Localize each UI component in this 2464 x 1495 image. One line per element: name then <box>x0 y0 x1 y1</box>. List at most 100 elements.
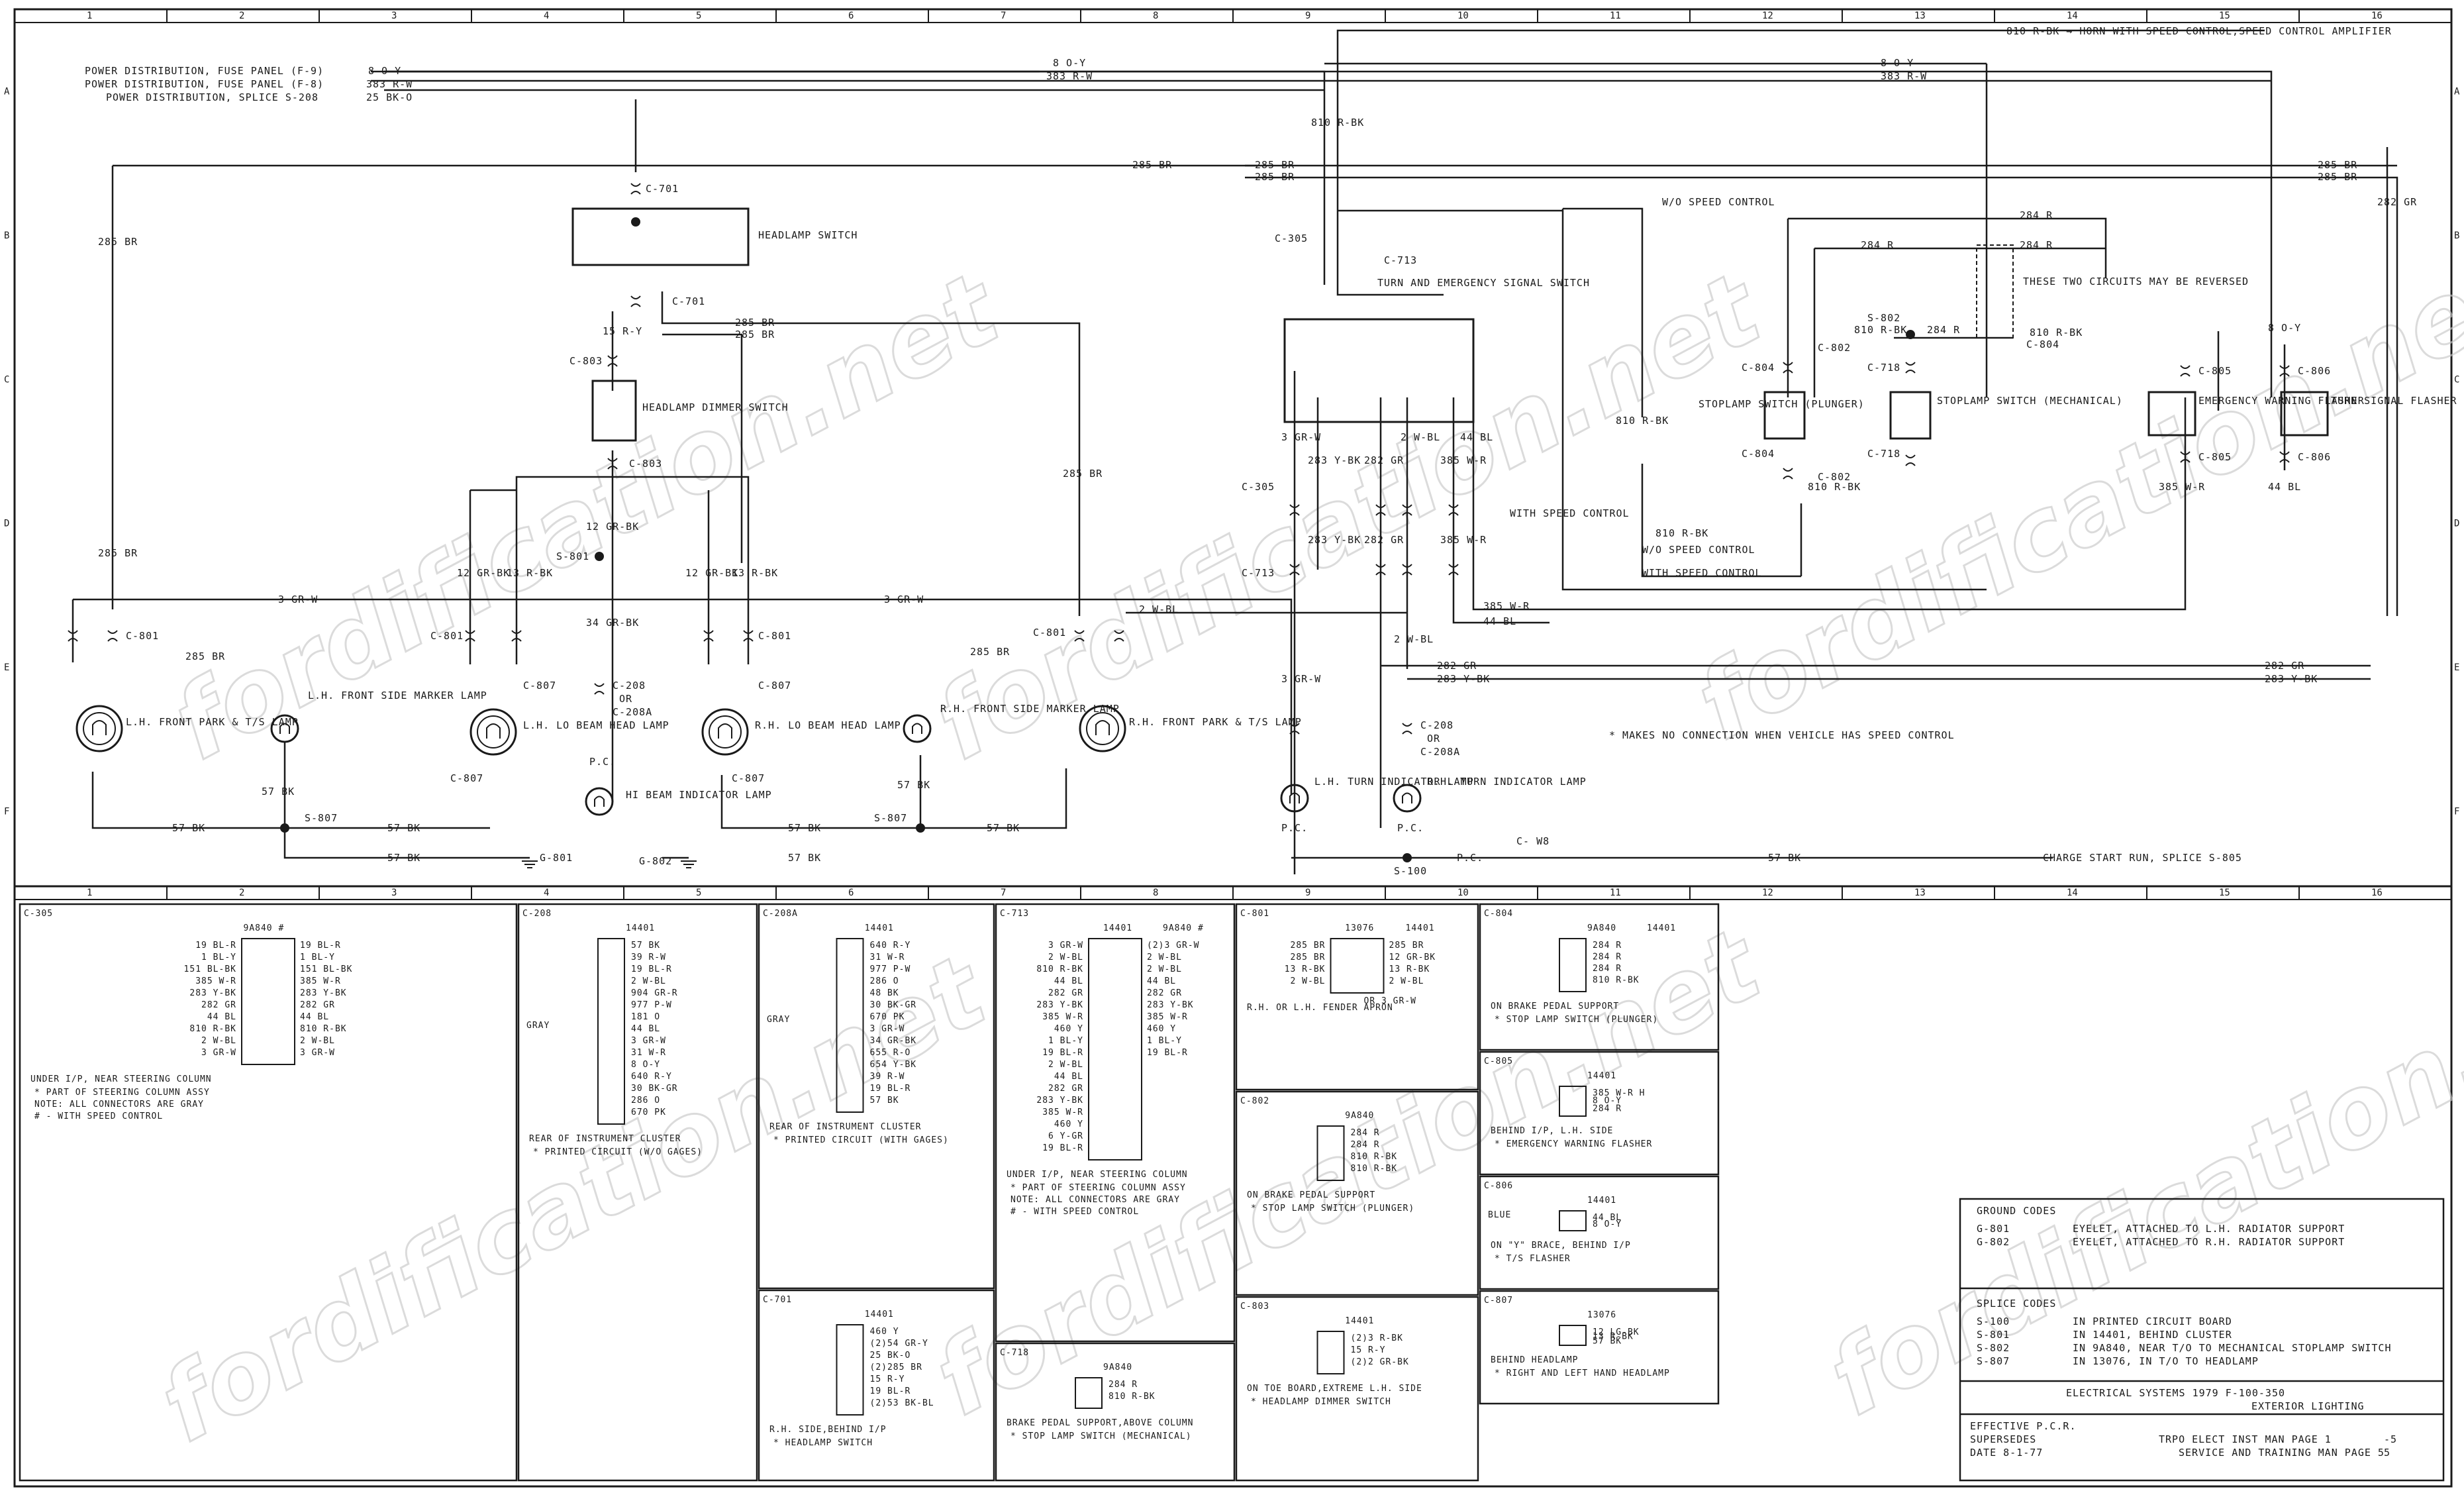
connector-label: C-805 <box>2198 365 2232 377</box>
rh-lo-beam-lamp-icon <box>701 708 749 756</box>
connector-body <box>1088 938 1142 1160</box>
part-number: 14401 <box>1647 923 1676 933</box>
wire-label: 57 BK <box>1768 852 1801 864</box>
component-label: WITH SPEED CONTROL <box>1642 567 1762 579</box>
dimmer-switch-box <box>591 380 637 442</box>
connector-label: C-305 <box>1242 481 1275 493</box>
pin-label: 30 BK-GR <box>870 1000 917 1010</box>
connector-label: P.C. <box>1457 852 1483 864</box>
connector-detail-panels <box>19 903 2445 1482</box>
splice-codes-title: SPLICE CODES <box>1977 1298 2056 1310</box>
component-label: L.H. LO BEAM HEAD LAMP <box>523 719 669 731</box>
wire-label: 385 W-R <box>2159 481 2205 493</box>
panel-c305 <box>19 903 518 1482</box>
pin-label: 284 R <box>1593 953 1622 962</box>
wire-label: 282 GR <box>1364 534 1404 546</box>
title-block-subtitle: EXTERIOR LIGHTING <box>2251 1400 2365 1412</box>
pin-label: 44 BL <box>1593 1213 1622 1223</box>
pin-label: (2)54 GR-Y <box>870 1339 928 1349</box>
connector-label: S-807 <box>305 812 338 824</box>
grid-column-label: 8 <box>1153 11 1158 21</box>
pin-label: 15 R-Y <box>1351 1345 1386 1355</box>
ground-code-desc: EYELET, ATTACHED TO L.H. RADIATOR SUPPOR… <box>2073 1223 2345 1235</box>
panel-c208a <box>758 903 995 1290</box>
connector-label: C-305 <box>1275 232 1308 244</box>
grid-column-label: 10 <box>1457 888 1469 898</box>
wire-label: 285 BR <box>98 236 138 248</box>
grid-row-label: F <box>4 806 9 817</box>
pin-label: 810 R-BK <box>1351 1152 1398 1162</box>
pin-label: 12 GR-BK <box>1389 953 1436 962</box>
panel-caption: UNDER I/P, NEAR STEERING COLUMN <box>1007 1170 1188 1180</box>
component-label: W/O SPEED CONTROL <box>1642 544 1755 556</box>
pin-label: 25 BK-O <box>870 1351 911 1361</box>
pin-label: 2 W-BL <box>300 1036 335 1046</box>
grid-column-label: 7 <box>1001 11 1006 21</box>
part-number: 14401 <box>865 923 894 933</box>
pin-label: 283 Y-BK <box>189 988 236 998</box>
splice-dot <box>916 823 925 833</box>
pin-label: 655 R-O <box>870 1048 911 1058</box>
wire-label: 15 R-Y <box>603 325 642 337</box>
lh-front-park-lamp-icon <box>75 705 123 752</box>
pin-label: 15 R-Y <box>870 1374 905 1384</box>
panel-id: C-713 <box>1000 909 1029 919</box>
pin-label: 8 O-Y <box>1593 1219 1622 1229</box>
grid-row-label: A <box>4 87 10 97</box>
wire-label: 8 O-Y <box>1053 57 1086 69</box>
connector-body <box>1330 938 1385 994</box>
pin-note: BLUE <box>1488 1210 1511 1220</box>
pin-label: 3 GR-W <box>201 1048 236 1058</box>
splice-code-desc: IN PRINTED CIRCUIT BOARD <box>2073 1315 2232 1327</box>
grid-column-label: 13 <box>1914 888 1926 898</box>
panel-c718 <box>995 1342 1236 1482</box>
panel-note: NOTE: ALL CONNECTORS ARE GRAY <box>34 1100 204 1109</box>
panel-caption: R.H. SIDE,BEHIND I/P <box>769 1425 887 1435</box>
splice-dot <box>280 823 289 833</box>
panel-id: C-208A <box>763 909 798 919</box>
wire-label: 285 BR <box>185 650 225 662</box>
wire-label: 810 R-BK <box>2030 327 2083 338</box>
panel-note: * STOP LAMP SWITCH (PLUNGER) <box>1251 1204 1414 1213</box>
wire-label: 13 R-BK <box>507 567 553 579</box>
connector-label: C-802 <box>1818 471 1851 483</box>
pin-label: 44 BL <box>1054 1072 1083 1082</box>
panel-caption: BEHIND I/P, L.H. SIDE <box>1491 1126 1613 1136</box>
connector-label: C-801 <box>758 630 791 642</box>
part-number: 14401 <box>1587 1071 1616 1081</box>
title-block-manual-number: -5 <box>2384 1433 2397 1445</box>
connector-body <box>836 938 864 1113</box>
part-number: 14401 <box>1406 923 1435 933</box>
grid-row-label: A <box>2454 87 2460 97</box>
panel-caption: REAR OF INSTRUMENT CLUSTER <box>769 1122 922 1132</box>
panel-id: C-208 <box>522 909 552 919</box>
wire-label: 810 R-BK <box>1808 481 1861 493</box>
pin-label: 57 BK <box>870 1096 899 1106</box>
pin-label: 2 W-BL <box>1048 953 1083 962</box>
grid-row-label: D <box>4 519 9 529</box>
connector-body <box>1559 1086 1587 1117</box>
grid-column-label: 8 <box>1153 888 1158 898</box>
pin-label: 285 BR <box>1291 941 1326 951</box>
connector-label: C-807 <box>523 680 556 692</box>
wire-label: 385 W-R <box>1483 600 1530 612</box>
connector-label: OR <box>1427 733 1440 745</box>
feed-wire-label: 383 R-W <box>366 78 413 90</box>
connector-label: C-208A <box>613 706 652 718</box>
pin-label: 44 BL <box>1054 976 1083 986</box>
schematic-labels: POWER DISTRIBUTION, FUSE PANEL (F-9) POW… <box>85 25 2457 877</box>
wire-label: 284 R <box>1861 239 1894 251</box>
pin-label: 31 W-R <box>631 1048 666 1058</box>
grid-column-label: 1 <box>87 888 92 898</box>
ground-code-desc: EYELET, ATTACHED TO R.H. RADIATOR SUPPOR… <box>2073 1236 2345 1248</box>
component-label: L.H. FRONT PARK & T/S LAMP <box>126 716 299 728</box>
wire-label: 285 BR <box>1255 159 1295 171</box>
pin-label: 284 R <box>1593 941 1622 951</box>
component-label: STOPLAMP SWITCH (PLUNGER) <box>1699 398 1865 410</box>
pin-label: 12 LG-BK <box>1593 1327 1640 1337</box>
wire-label: 285 BR <box>98 547 138 559</box>
component-label: R.H. TURN INDICATOR LAMP <box>1427 776 1587 788</box>
wire-label: 34 GR-BK <box>586 617 639 629</box>
pin-label: 31 W-R <box>870 953 905 962</box>
